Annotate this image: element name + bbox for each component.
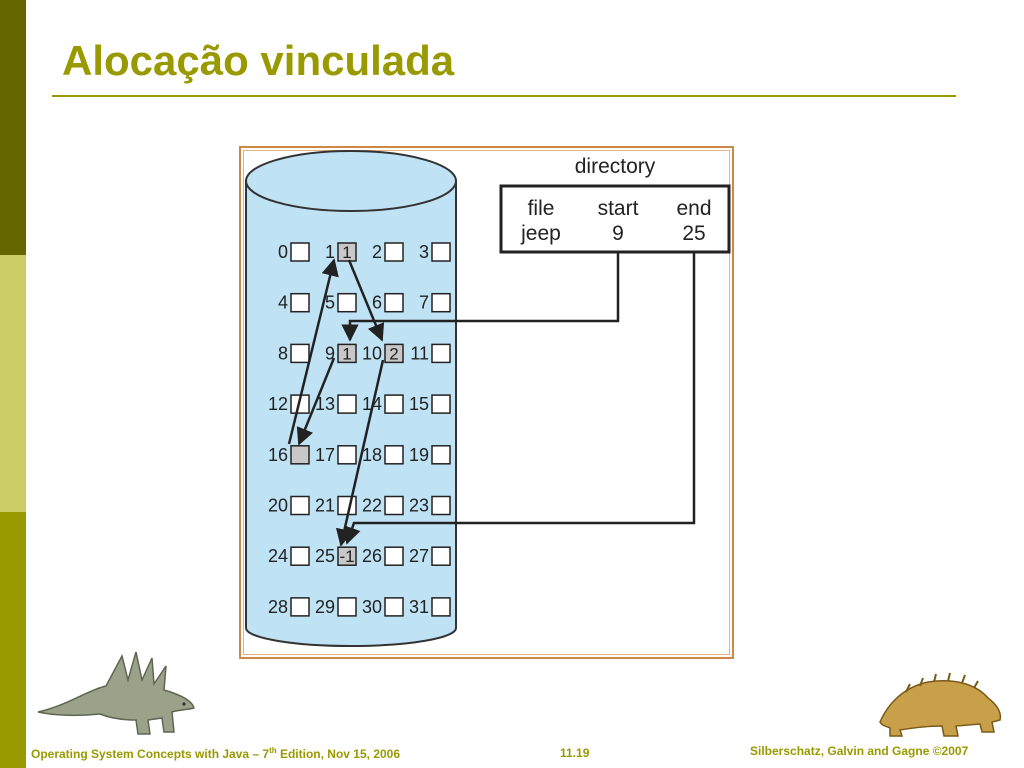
block-cell-6 — [384, 292, 404, 313]
block-pointer-25: -1 — [339, 547, 354, 566]
block-cell-26 — [384, 546, 404, 566]
footer-book-title-pre: Operating System Concepts with Java – 7 — [31, 747, 270, 761]
block-cell-14 — [384, 394, 404, 414]
footer-authors: Silberschatz, Galvin and Gagne ©2007 — [750, 744, 969, 758]
chain-arrow-10-to-25 — [335, 359, 385, 547]
block-number-30: 30 — [362, 597, 382, 617]
block-number-22: 22 — [362, 496, 382, 516]
directory-cell-file: jeep — [520, 222, 561, 245]
block-cell-30 — [384, 597, 404, 617]
block-cell-16 — [290, 445, 310, 465]
block-cell-5 — [337, 292, 357, 313]
block-pointer-9: 1 — [342, 344, 351, 363]
block-number-11: 11 — [410, 343, 429, 363]
directory-box — [499, 184, 731, 254]
block-cell-27 — [431, 546, 451, 566]
block-cell-3 — [431, 242, 451, 262]
block-number-10: 10 — [362, 343, 382, 363]
block-cell-0 — [290, 242, 310, 262]
directory-cell-end: 25 — [682, 222, 705, 245]
block-cell-25 — [337, 546, 357, 566]
block-number-18: 18 — [362, 445, 382, 465]
directory-header-end: end — [676, 197, 711, 220]
block-number-16: 16 — [268, 445, 288, 465]
block-cell-10 — [384, 343, 404, 364]
block-number-3: 3 — [419, 242, 429, 262]
block-number-24: 24 — [268, 546, 288, 566]
side-bar-mid — [0, 512, 26, 768]
linked-allocation-diagram: 0112345678911021112131415161718192021222… — [245, 150, 731, 647]
block-number-27: 27 — [409, 546, 429, 566]
block-number-6: 6 — [372, 293, 382, 313]
block-cell-2 — [384, 242, 404, 262]
block-cell-18 — [384, 445, 404, 465]
side-bar-light — [0, 255, 26, 512]
directory-title: directory — [575, 155, 656, 178]
chain-arrow-16-to-1 — [287, 258, 339, 445]
directory-table: directory file start end jeep 9 25 — [499, 155, 731, 254]
figure-frame: 0112345678911021112131415161718192021222… — [239, 146, 734, 659]
block-number-2: 2 — [372, 242, 382, 262]
page-title: Alocação vinculada — [62, 37, 455, 84]
disk-top — [245, 150, 457, 212]
directory-header-start: start — [598, 197, 639, 220]
block-cell-8 — [290, 343, 310, 364]
block-cell-20 — [290, 495, 310, 516]
block-number-4: 4 — [278, 293, 288, 313]
block-cell-22 — [384, 495, 404, 516]
block-cell-4 — [290, 292, 310, 313]
block-cell-23 — [431, 495, 451, 516]
title-underline — [52, 95, 956, 97]
block-cell-24 — [290, 546, 310, 566]
block-number-12: 12 — [268, 394, 288, 414]
block-number-1: 1 — [325, 242, 335, 262]
block-number-21: 21 — [315, 496, 335, 516]
block-number-23: 23 — [409, 496, 429, 516]
block-pointer-1: 1 — [342, 243, 351, 262]
side-bar-dark — [0, 0, 26, 255]
chain-arrow-1-to-10 — [347, 259, 385, 342]
block-number-0: 0 — [278, 242, 288, 262]
footer-book-title-sup: th — [269, 746, 277, 755]
block-cell-1 — [337, 242, 357, 262]
block-cell-19 — [431, 445, 451, 465]
footer-page-number: 11.19 — [560, 746, 590, 760]
block-number-31: 31 — [409, 597, 429, 617]
block-number-25: 25 — [315, 546, 335, 566]
block-number-15: 15 — [409, 394, 429, 414]
footer-book-title: Operating System Concepts with Java – 7t… — [31, 746, 400, 761]
block-cell-7 — [431, 292, 451, 313]
block-cell-11 — [431, 343, 451, 364]
block-cell-15 — [431, 394, 451, 414]
block-number-9: 9 — [325, 343, 335, 363]
block-number-29: 29 — [315, 597, 335, 617]
block-cell-28 — [290, 597, 310, 617]
block-number-8: 8 — [278, 343, 288, 363]
block-cell-9 — [337, 343, 357, 364]
figure-inner-border — [243, 150, 730, 655]
block-number-28: 28 — [268, 597, 288, 617]
block-number-5: 5 — [325, 293, 335, 313]
block-cell-29 — [337, 597, 357, 617]
ankylosaurus-illustration-icon — [879, 672, 1002, 737]
footer-book-title-post: Edition, Nov 15, 2006 — [276, 747, 401, 761]
block-number-17: 17 — [315, 445, 335, 465]
block-cell-17 — [337, 445, 357, 465]
block-number-20: 20 — [268, 496, 288, 516]
block-number-13: 13 — [315, 394, 335, 414]
block-cell-13 — [337, 394, 357, 414]
block-number-19: 19 — [409, 445, 429, 465]
start-pointer-line — [341, 252, 620, 342]
block-number-7: 7 — [419, 293, 429, 313]
directory-header-file: file — [528, 197, 555, 220]
block-number-26: 26 — [362, 546, 382, 566]
chain-arrow-9-to-16 — [296, 357, 336, 446]
block-pointer-10: 2 — [389, 344, 398, 363]
block-cell-31 — [431, 597, 451, 617]
block-cell-21 — [337, 495, 357, 516]
directory-cell-start: 9 — [612, 222, 624, 245]
stegosaurus-illustration-icon — [37, 651, 195, 735]
